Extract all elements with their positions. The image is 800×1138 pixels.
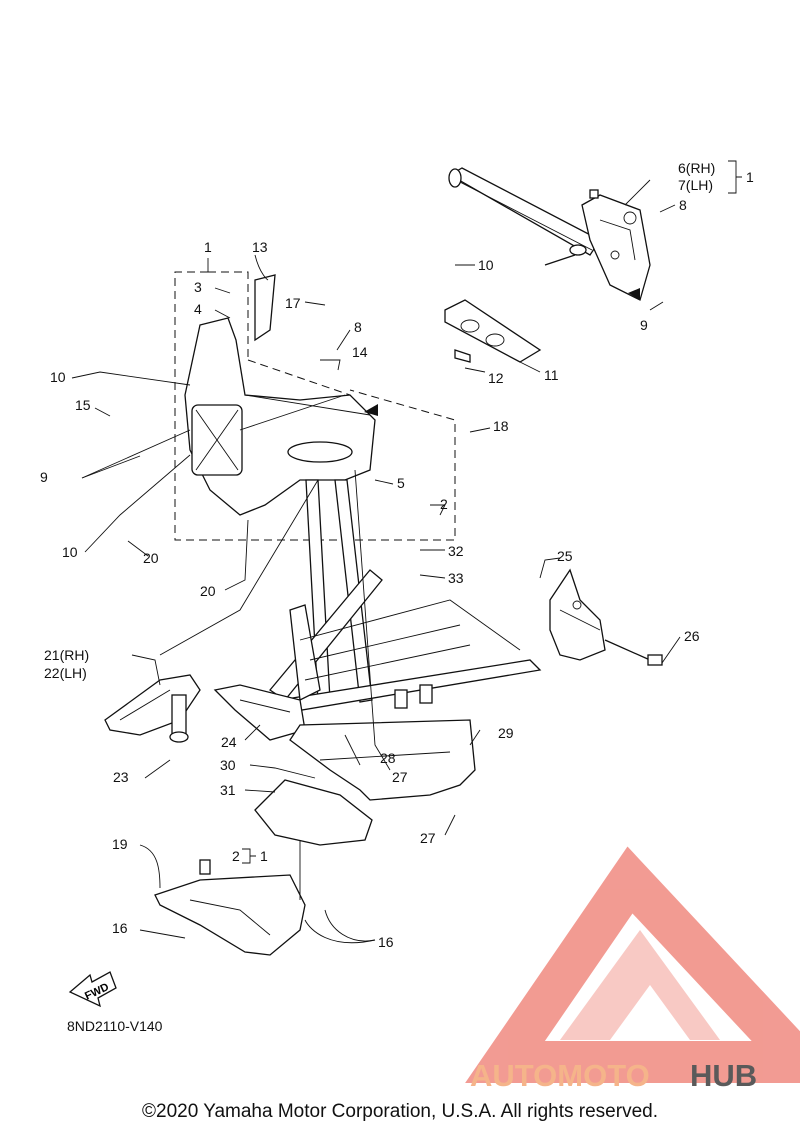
callout-33: 33 — [448, 570, 464, 586]
callout-4: 4 — [194, 301, 202, 317]
callout-27: 27 — [420, 830, 436, 846]
part-24 — [213, 684, 306, 741]
lower-guard-part — [154, 859, 306, 956]
watermark-logo — [465, 846, 800, 1083]
callout-29: 29 — [498, 725, 514, 741]
leader-lines — [71, 179, 681, 944]
callout-11: 11 — [544, 367, 559, 383]
rear-arm-part — [448, 167, 651, 301]
callout-31: 31 — [220, 782, 236, 798]
callout-26: 26 — [684, 628, 700, 644]
callout-15: 15 — [75, 397, 91, 413]
callout-12: 12 — [488, 370, 504, 386]
callout-7-lh: 7(LH) — [678, 177, 713, 193]
callout-13: 13 — [252, 239, 268, 255]
callout-9: 9 — [40, 469, 48, 485]
callout-20: 20 — [143, 550, 159, 566]
front-panel-part — [184, 274, 378, 516]
callout-16: 16 — [112, 920, 128, 936]
callout-5: 5 — [397, 475, 405, 491]
bracket-plate-part — [444, 299, 542, 363]
callout-27: 27 — [392, 769, 408, 785]
assembly-outline — [174, 271, 456, 541]
callout-3: 3 — [194, 279, 202, 295]
callout-24: 24 — [221, 734, 237, 750]
callout-25: 25 — [557, 548, 573, 564]
watermark-text-hub: HUB — [690, 1058, 757, 1093]
copyright-notice: ©2020 Yamaha Motor Corporation, U.S.A. A… — [142, 1101, 658, 1122]
callout-30: 30 — [220, 757, 236, 773]
callout-labels: 1 3 4 13 17 8 14 10 15 9 10 20 20 5 18 2… — [40, 160, 754, 1034]
callout-10: 10 — [62, 544, 78, 560]
callout-8: 8 — [354, 319, 362, 335]
callout-14: 14 — [352, 344, 368, 360]
callout-19: 19 — [112, 836, 128, 852]
callout-20: 20 — [200, 583, 216, 599]
left-bracket-part — [104, 674, 201, 743]
callout-10: 10 — [478, 257, 494, 273]
callout-1: 1 — [204, 239, 212, 255]
callout-17: 17 — [285, 295, 301, 311]
skid-plate-part — [289, 719, 476, 801]
watermark-text-automoto: AUTOMOTO — [470, 1058, 650, 1093]
callout-8: 8 — [679, 197, 687, 213]
diagram-code: 8ND2110-V140 — [67, 1018, 163, 1034]
callout-23: 23 — [113, 769, 129, 785]
callout-16: 16 — [378, 934, 394, 950]
part-31 — [254, 779, 373, 846]
callout-6-rh: 6(RH) — [678, 160, 715, 176]
callout-22-lh: 22(LH) — [44, 665, 87, 681]
fwd-arrow-icon: FWD — [68, 971, 117, 1008]
callout-1: 1 — [260, 848, 268, 864]
right-bracket-part — [549, 568, 663, 666]
callout-21-rh: 21(RH) — [44, 647, 89, 663]
callout-9: 9 — [640, 317, 648, 333]
callout-32: 32 — [448, 543, 464, 559]
callout-28: 28 — [380, 750, 396, 766]
callout-2: 2 — [440, 496, 448, 512]
callout-10: 10 — [50, 369, 66, 385]
callout-1: 1 — [746, 169, 754, 185]
callout-18: 18 — [493, 418, 509, 434]
callout-2: 2 — [232, 848, 240, 864]
main-frame-part — [269, 479, 542, 713]
